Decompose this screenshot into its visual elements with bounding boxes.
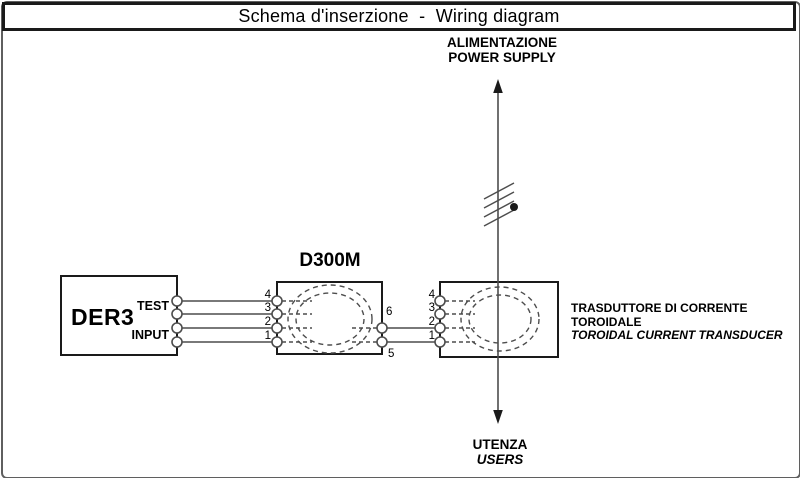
d300m-terminal-1 [271,336,283,348]
der3-title: DER3 [71,304,135,330]
toroid-coils [287,284,540,354]
transducer-toroid-inner [468,294,532,344]
der3-box [60,275,178,356]
transducer-toroid-outer [460,286,540,352]
users-label-en: USERS [476,452,524,467]
d300m-terminal-label-4: 4 [264,289,271,301]
terminal-circles [171,295,446,348]
d300m-terminal-label-3: 3 [264,302,271,314]
d300m-terminal-2 [271,322,283,334]
component-boxes [60,275,559,358]
d300m-terminal-3 [271,308,283,320]
internal-dashed-wires [282,300,475,343]
der3-terminal [171,295,183,307]
transducer-terminal-label-3: 3 [428,302,435,314]
transducer-terminal-2 [434,322,446,334]
d300m-title: D300M [299,250,361,271]
der3-terminal [171,308,183,320]
transducer-label-it: TRASDUTTORE DI CORRENTE TOROIDALE [571,301,748,329]
d300m-terminal-label-1: 1 [264,330,271,342]
d300m-terminal-label-2: 2 [264,316,271,328]
der3-input-label: INPUT [131,328,170,342]
d300m-terminal-label-5: 5 [388,348,395,360]
d300m-toroid-inner [295,292,365,346]
power-supply-label-it: ALIMENTAZIONE [447,35,557,50]
connection-wires [177,300,440,343]
transducer-terminal-label-4: 4 [428,289,435,301]
der3-terminal [171,322,183,334]
arrow-up-icon [493,79,503,93]
power-supply-label: ALIMENTAZIONE POWER SUPPLY [402,35,602,65]
page-title: Schema d'inserzione - Wiring diagram [238,6,560,26]
transducer-terminal-label-1: 1 [428,330,435,342]
transducer-terminal-3 [434,308,446,320]
transducer-terminal-4 [434,295,446,307]
transducer-terminal-1 [434,336,446,348]
d300m-toroid-outer [287,284,373,354]
d300m-terminal-6 [376,322,388,334]
users-label-it: UTENZA [472,437,528,452]
junction-dot [510,203,518,211]
transducer-label: TRASDUTTORE DI CORRENTE TOROIDALE TOROID… [571,301,797,343]
d300m-terminal-4 [271,295,283,307]
der3-test-label: TEST [137,299,169,313]
users-label: UTENZA USERS [400,437,600,467]
conductor-hatch-marks [483,182,518,227]
d300m-terminal-5 [376,336,388,348]
power-line [493,79,503,424]
power-supply-label-en: POWER SUPPLY [448,50,556,65]
transducer-terminal-label-2: 2 [428,316,435,328]
arrow-down-icon [493,410,503,424]
der3-terminal [171,336,183,348]
transducer-box [439,281,559,358]
d300m-box [276,281,383,355]
d300m-terminal-label-6: 6 [386,306,393,318]
title-bar: Schema d'inserzione - Wiring diagram [2,2,796,31]
transducer-label-en: TOROIDAL CURRENT TRANSDUCER [571,328,783,342]
